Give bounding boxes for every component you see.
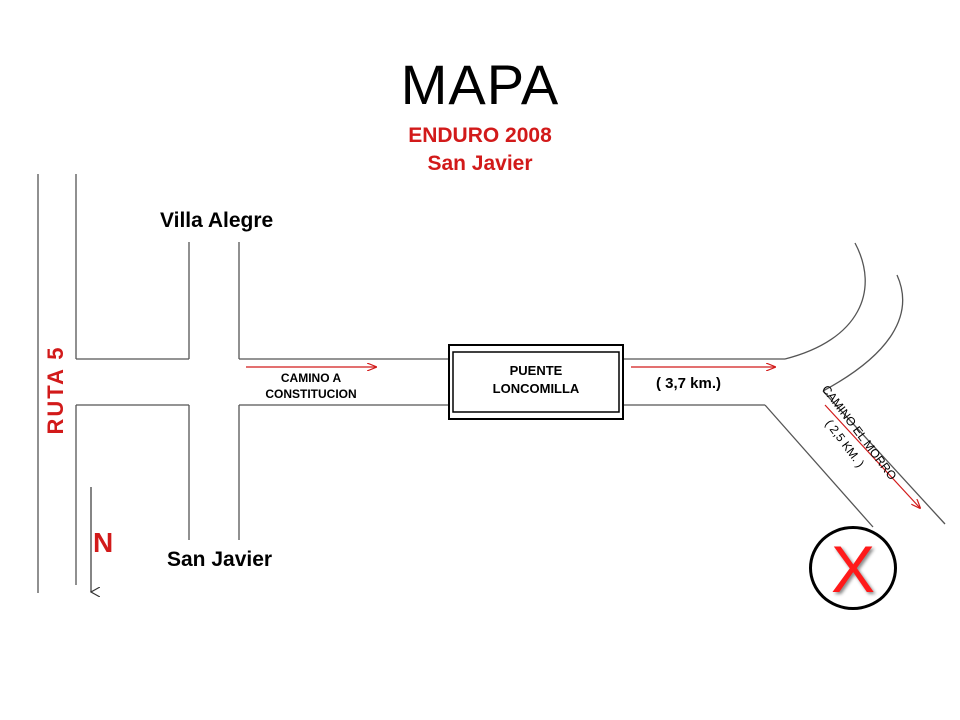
road-label-line-1: CAMINO A xyxy=(280,371,342,385)
bridge-label: PUENTE LONCOMILLA xyxy=(451,362,621,398)
curve-road-outer xyxy=(822,274,904,392)
page-title: MAPA xyxy=(400,53,560,116)
morro-road-left xyxy=(764,404,874,528)
place-san-javier: San Javier xyxy=(167,548,273,571)
bridge-inner xyxy=(452,351,620,413)
direction-arrow-morro xyxy=(824,404,920,508)
bridge-label-line-1: PUENTE xyxy=(509,363,563,378)
road-label-line-2: CONSTITUCION xyxy=(265,387,357,401)
curve-road-inner xyxy=(784,242,866,360)
bridge-outer xyxy=(448,344,624,420)
distance-label: ( 3,7 km.) xyxy=(656,375,722,392)
event-location: San Javier xyxy=(427,152,533,175)
road-label-constitucion: CAMINO A CONSTITUCION xyxy=(248,370,374,402)
morro-road-right xyxy=(822,390,946,525)
destination-marker: X xyxy=(809,526,897,610)
bridge-label-line-2: LONCOMILLA xyxy=(492,381,580,396)
event-subtitle: ENDURO 2008 xyxy=(408,124,552,147)
north-label: N xyxy=(93,527,114,558)
highway-label: RUTA 5 xyxy=(43,345,68,435)
place-villa-alegre: Villa Alegre xyxy=(160,209,274,232)
